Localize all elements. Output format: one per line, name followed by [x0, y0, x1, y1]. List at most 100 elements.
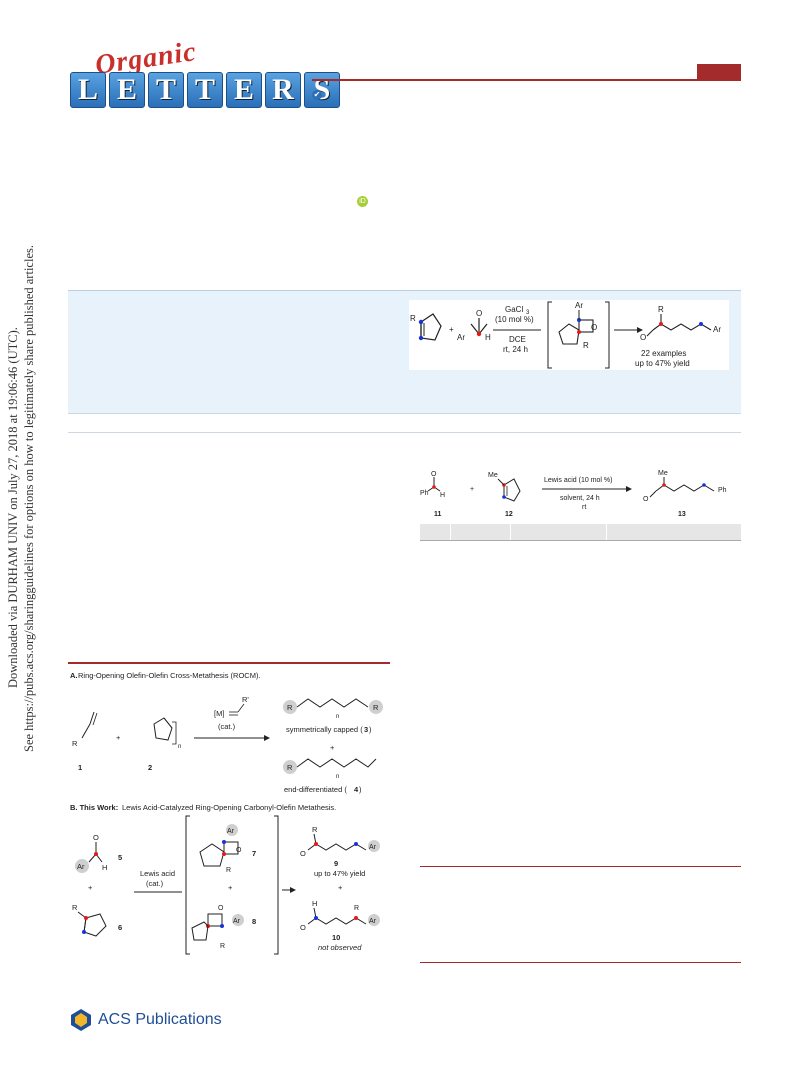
oxetane-8-structure: O Ar R 8: [191, 905, 256, 950]
aldehyde-structure: O Ar H: [457, 309, 491, 342]
compound-8-label: 8: [252, 917, 256, 926]
benzaldehyde-structure: O Ph H 11: [420, 471, 445, 518]
compound-2-label: 2: [148, 763, 152, 772]
sharing-notice[interactable]: See https://pubs.acs.org/sharingguidelin…: [22, 245, 36, 752]
sym-caption: symmetrically capped (: [286, 725, 363, 734]
fig-r-3b: R: [373, 703, 379, 712]
fig-o-8: O: [218, 905, 224, 912]
compound-5-label: 5: [118, 853, 122, 862]
cycloalkene-2-structure: n 2: [148, 717, 181, 772]
fig-o-5: O: [93, 833, 99, 842]
logo-letter: E: [226, 72, 262, 108]
figure-1: A. Ring-Opening Olefin-Olefin Cross-Meta…: [68, 666, 390, 966]
fig-o-7: O: [236, 847, 242, 854]
acs-publications-logo[interactable]: ACS Publications: [70, 1008, 222, 1032]
toc-prod-ar: Ar: [713, 325, 721, 334]
fig-r-3a: R: [287, 703, 293, 712]
toc-catalyst-sub: 3: [526, 310, 530, 316]
journal-logo: L E T T E R S: [70, 72, 340, 108]
publisher-name: ACS Publications: [98, 1011, 222, 1028]
download-notice: Downloaded via DURHAM UNIV on July 27, 2…: [6, 327, 20, 688]
fig-lewis-acid: Lewis acid: [140, 869, 175, 878]
olefin-1-structure: R 1: [72, 711, 98, 772]
fig-r-7: R: [226, 867, 231, 874]
logo-letter: L: [70, 72, 106, 108]
table-me: Me: [488, 472, 498, 479]
fig-not-observed: not observed: [318, 943, 362, 952]
compound-1-label: 1: [78, 763, 82, 772]
orcid-icon[interactable]: iD: [357, 196, 368, 207]
compound-12-label: 12: [505, 511, 513, 518]
fig-ar-8: Ar: [233, 918, 241, 925]
fig-plus-b: +: [88, 883, 93, 892]
logo-letter: T: [187, 72, 223, 108]
aldehyde-5-structure: Ar O H 5: [75, 833, 122, 873]
table-header-cell: [450, 524, 511, 540]
toc-loading: (10 mol %): [495, 315, 534, 324]
cyclopentene-structure: R: [410, 313, 442, 341]
product-13-structure: Me O Ph 13: [643, 470, 727, 518]
table-catalyst: Lewis acid (10 mol %): [544, 477, 612, 484]
fig-plus-a: +: [116, 733, 121, 742]
product-9-structure: R O Ar 9 up to 47% yield: [300, 825, 380, 878]
compound-6-label: 6: [118, 923, 122, 932]
table-header-cell: [510, 524, 607, 540]
oxetane-intermediate: Ar O R: [558, 301, 597, 350]
fig-r-9: R: [312, 825, 318, 834]
toc-int-r: R: [583, 341, 589, 350]
toc-int-o: O: [591, 323, 597, 332]
table-h: H: [440, 492, 445, 499]
panel-a-title: Ring-Opening Olefin-Olefin Cross-Metathe…: [78, 671, 261, 680]
fig-cat-m: [M]: [214, 709, 224, 718]
compound-4-label: 4: [354, 785, 359, 794]
fig-o-9: O: [300, 849, 306, 858]
table-conditions: solvent, 24 h: [560, 495, 600, 502]
table-prod-o: O: [643, 496, 649, 503]
logo-letter: E: [109, 72, 145, 108]
table-header-row: [420, 524, 741, 541]
toc-examples: 22 examples: [641, 349, 686, 358]
toc-product: R O Ar: [640, 305, 721, 342]
toc-graphic: R + O Ar H GaCl 3 (10 mol %) DCE rt, 24 …: [409, 300, 729, 370]
compound-11-label: 11: [434, 511, 442, 518]
table-scheme: O Ph H 11 + Me 12 Lewis acid (10 mol %) …: [420, 467, 741, 529]
panel-a-label: A.: [70, 671, 78, 680]
fig-ar-5: Ar: [77, 862, 85, 871]
toc-int-ar: Ar: [575, 301, 583, 310]
acs-hexagon-icon: [71, 1009, 91, 1031]
table-plus: +: [470, 486, 474, 493]
table-o: O: [431, 471, 437, 478]
sym-close: ): [369, 725, 372, 734]
toc-prod-r: R: [658, 305, 664, 314]
keywords-bar: [68, 413, 741, 433]
fig-h-5: H: [102, 863, 107, 872]
fig-o-10: O: [300, 923, 306, 932]
compound-13-label: 13: [678, 511, 686, 518]
table-prod-ph: Ph: [718, 487, 727, 494]
table-ph: Ph: [420, 490, 429, 497]
toc-o-label: O: [476, 309, 482, 318]
fig-ar-9: Ar: [369, 844, 377, 851]
toc-prod-o: O: [640, 333, 646, 342]
fig-r-6: R: [72, 903, 78, 912]
fig-cat-label: (cat.): [218, 722, 236, 731]
logo-letter: S: [304, 72, 340, 108]
fig-r-4: R: [287, 763, 293, 772]
check-badge-icon: ✔: [312, 90, 322, 100]
fig-r-10: R: [354, 905, 359, 912]
product-4-structure: R n end-differentiated ( 4 ): [283, 758, 377, 794]
oxetane-7-structure: Ar O R 7: [199, 824, 256, 874]
table-temp: rt: [582, 504, 586, 511]
logo-letter: T: [148, 72, 184, 108]
cyclopentene-6-structure: R 6: [72, 903, 122, 937]
compound-9-label: 9: [334, 859, 338, 868]
fig-plus-b3: +: [338, 883, 343, 892]
footnote-rule-bottom: [420, 962, 741, 963]
header-letter-tag: [697, 64, 741, 80]
fig-n-a: n: [178, 744, 181, 750]
compound-3-label: 3: [364, 725, 368, 734]
end-caption: end-differentiated (: [284, 785, 347, 794]
fig-plus-a2: +: [330, 743, 335, 752]
fig-yield-9: up to 47% yield: [314, 869, 365, 878]
compound-7-label: 7: [252, 849, 256, 858]
